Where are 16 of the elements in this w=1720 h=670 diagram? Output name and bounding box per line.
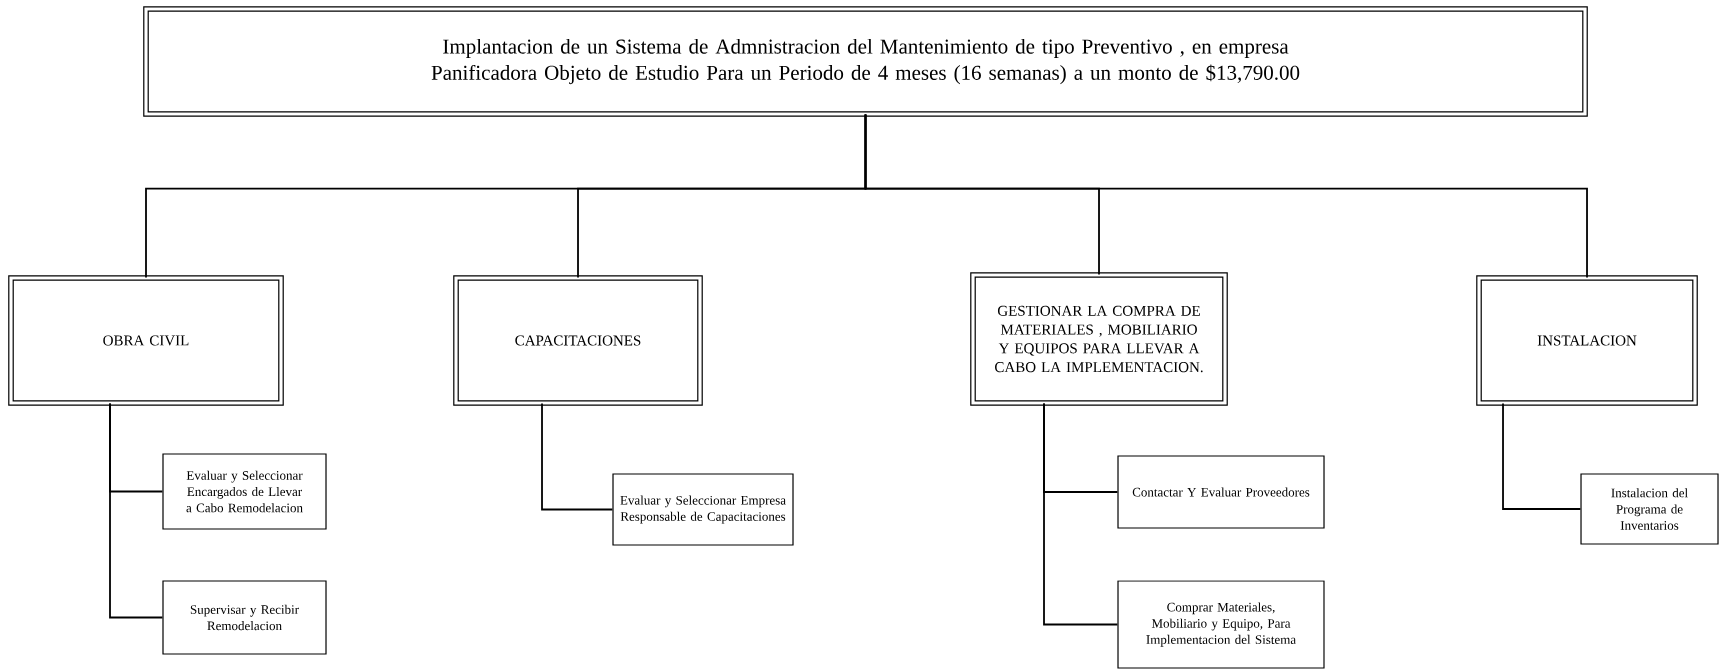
task-box: Contactar Y Evaluar Proveedores (1117, 455, 1325, 529)
task-box: Evaluar y Seleccionar Encargados de Llevar a Cabo Remodelacion (162, 453, 327, 530)
task-box: Instalacion del Programa de Inventarios (1580, 473, 1719, 545)
connector-line (1043, 402, 1119, 626)
category-box: CAPACITACIONES (453, 275, 703, 406)
category-box: INSTALACION (1476, 275, 1698, 406)
connector-line (1502, 402, 1582, 510)
task-box: Supervisar y Recibir Remodelacion (162, 580, 327, 655)
connector-line (109, 402, 164, 619)
category-box: GESTIONAR LA COMPRA DE MATERIALES , MOBILIARIO Y EQUIPOS PARA LLEVAR A CABO LA IMPLEMENTACION. (970, 272, 1228, 406)
task-box: Evaluar y Seleccionar Empresa Responsable de Capacitaciones (612, 473, 794, 546)
connector-line (541, 402, 614, 511)
title-box: Implantacion de un Sistema de Admnistracion del Mantenimiento de tipo Preventivo , en empresa Panificadora Objeto de Estudio Para un Periodo de 4 meses (16 semanas) a un monto de $13,790.00 (143, 6, 1588, 117)
connector-line (864, 113, 1588, 279)
task-box: Comprar Materiales, Mobiliario y Equipo, Para Implementacion del Sistema (1117, 580, 1325, 669)
category-box: OBRA CIVIL (8, 275, 284, 406)
